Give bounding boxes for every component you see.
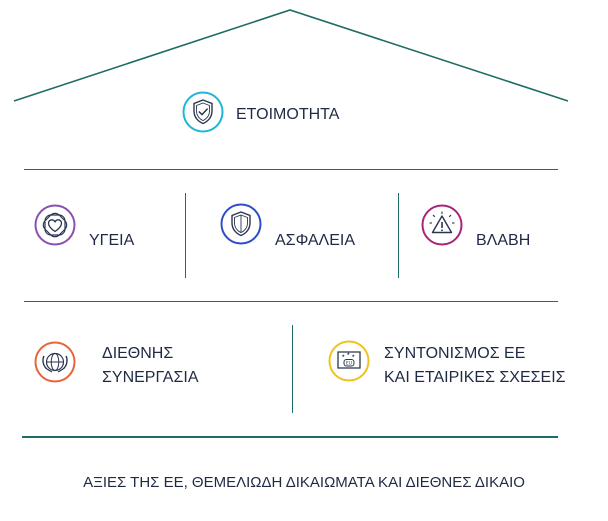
divider-upper: [24, 169, 558, 170]
preparedness-label: ΕΤΟΙΜΟΤΗΤΑ: [236, 106, 340, 123]
divider-lower: [24, 301, 558, 302]
eu-flag-icon: ★ ★ ★ EU: [328, 340, 370, 382]
damage-label: ΒΛΑΒΗ: [476, 232, 531, 249]
foundation-text: ΑΞΙΕΣ ΤΗΣ ΕΕ, ΘΕΜΕΛΙΩΔΗ ΔΙΚΑΙΩΜΑΤΑ ΚΑΙ Δ…: [83, 474, 525, 491]
shield-check-icon: [182, 91, 224, 133]
svg-text:★: ★: [342, 353, 346, 358]
divider-bottom: [292, 325, 293, 413]
shield-icon: [220, 203, 262, 245]
warning-icon: [421, 204, 463, 246]
divider-middle-2: [398, 193, 399, 278]
globe-handshake-icon: [34, 341, 76, 383]
svg-text:★: ★: [347, 351, 351, 356]
eu-coordination-label-line1: ΣΥΝΤΟΝΙΣΜΟΣ ΕΕ: [384, 345, 526, 362]
cooperation-label-line2: ΣΥΝΕΡΓΑΣΙΑ: [102, 369, 199, 386]
health-heart-icon: [34, 204, 76, 246]
cooperation-label-line1: ΔΙΕΘΝΗΣ: [102, 345, 174, 362]
svg-text:★: ★: [352, 353, 356, 358]
eu-coordination-label-line2: ΚΑΙ ΕΤΑΙΡΙΚΕΣ ΣΧΕΣΕΙΣ: [384, 369, 566, 386]
security-label: ΑΣΦΑΛΕΙΑ: [275, 232, 356, 249]
eu-flag-text: EU: [346, 361, 352, 367]
foundation-line: [22, 436, 558, 438]
divider-middle-1: [185, 193, 186, 278]
roof-outline: [13, 9, 569, 102]
health-label: ΥΓΕΙΑ: [89, 232, 135, 249]
